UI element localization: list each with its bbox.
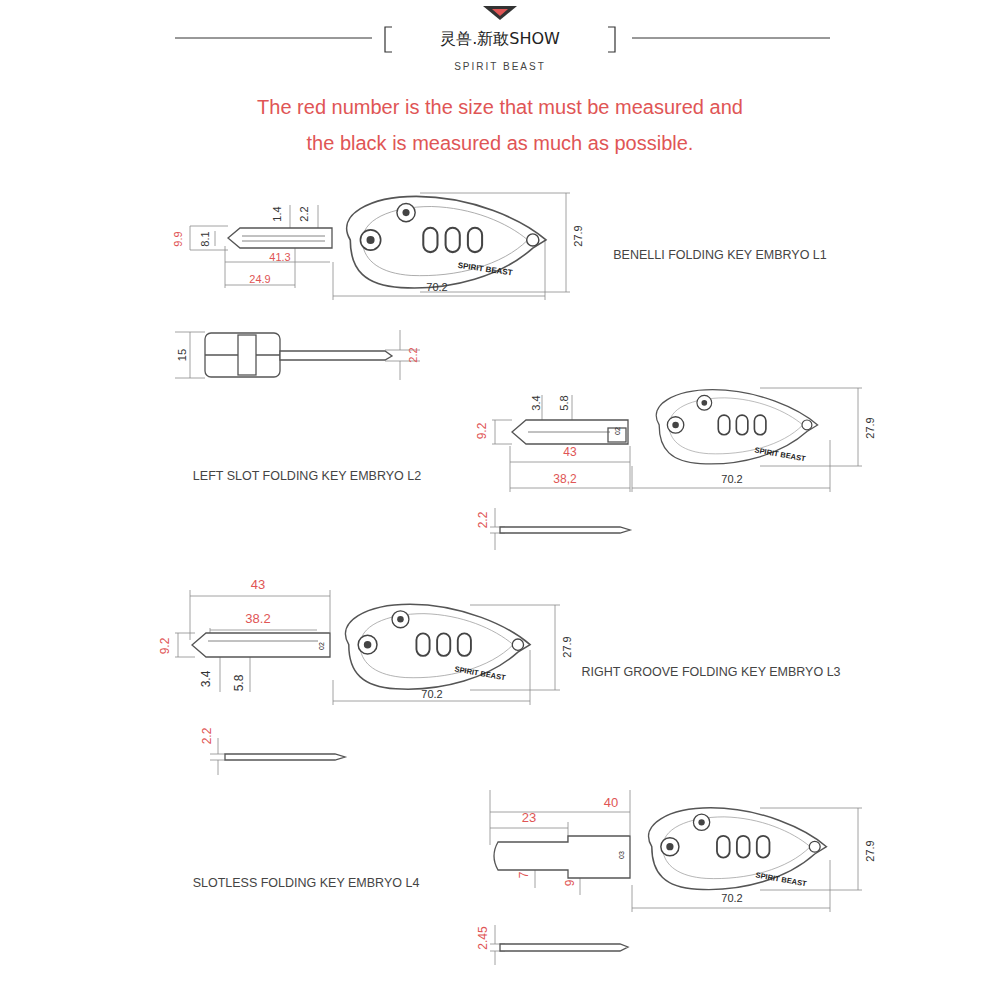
dimension: 27.9: [561, 636, 573, 657]
key-blades: [192, 228, 630, 951]
dimension: 70.2: [721, 473, 742, 485]
dimension: 38.2: [245, 612, 270, 626]
dimension: 2.2: [298, 206, 310, 221]
dimension: 70.2: [426, 281, 447, 293]
dimension: 5.8: [233, 675, 246, 692]
dimension: 2.2: [201, 728, 214, 745]
header-frame: [175, 6, 830, 52]
dimension: 2.45: [477, 926, 490, 949]
engraving: 03: [618, 851, 626, 859]
dimension: 27.9: [572, 225, 584, 246]
subtitle: SPIRIT BEAST: [454, 61, 546, 72]
dimension: 70.2: [721, 892, 742, 904]
part-name: BENELLI FOLDING KEY EMBRYO L1: [613, 249, 827, 263]
dimension: 5.8: [558, 395, 570, 410]
dimension: 9.2: [476, 423, 489, 440]
dimension: 27.9: [864, 417, 876, 438]
dimension: 43: [251, 578, 265, 592]
engraving: 02: [614, 427, 622, 435]
part-name: SLOTLESS FOLDING KEY EMBRYO L4: [193, 877, 420, 891]
dimension: 43: [563, 446, 576, 459]
engraving: 02: [318, 642, 326, 650]
part-name: LEFT SLOT FOLDING KEY EMBRYO L2: [193, 470, 421, 484]
dimension: 24.9: [249, 273, 270, 285]
engraving: SPIRIT BEAST: [754, 446, 806, 463]
dimension: 41.3: [269, 251, 290, 263]
note: The red number is the size that must be …: [250, 89, 750, 161]
dimension: 7: [518, 872, 531, 879]
dimension: 70.2: [421, 688, 442, 700]
dimension: 23: [522, 811, 536, 825]
dimension-lines: [175, 193, 862, 965]
dimension: 9.9: [172, 231, 184, 246]
dimension: 8.1: [199, 231, 211, 246]
dimension: 3.4: [200, 671, 213, 688]
dimension: 2.2: [477, 512, 490, 529]
dimension: 9: [564, 880, 577, 887]
dimension: 15: [176, 349, 188, 361]
dimension: 40: [604, 796, 618, 810]
dimension: 9.2: [159, 638, 172, 655]
dimension: 27.9: [864, 840, 876, 861]
dimension: 2.2: [407, 347, 419, 362]
title: 灵兽.新敢SHOW: [440, 30, 560, 48]
key-heads: [345, 196, 826, 889]
part-name: RIGHT GROOVE FOLDING KEY EMBRYO L3: [581, 666, 840, 680]
dimension: 3.4: [530, 395, 542, 410]
dimension: 1.4: [271, 206, 283, 221]
engraving: SPIRIT BEAST: [755, 871, 807, 888]
dimension: 38,2: [553, 473, 576, 486]
